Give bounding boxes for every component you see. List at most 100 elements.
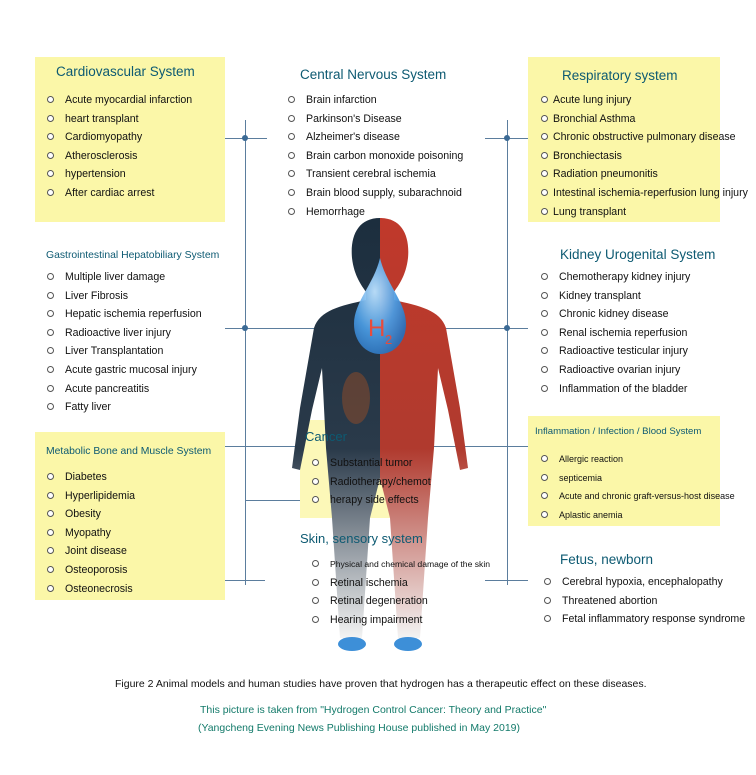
list-item: Physical and chemical damage of the skin — [312, 555, 490, 574]
list-item: Radiotherapy/chemot — [312, 473, 431, 492]
list-item: After cardiac arrest — [47, 184, 192, 203]
list-item: Retinal degeneration — [312, 592, 490, 611]
connector-dot — [242, 325, 248, 331]
organs — [342, 372, 370, 424]
connector-line — [507, 120, 509, 585]
connector-dot — [242, 135, 248, 141]
list-item: Threatened abortion — [544, 592, 745, 611]
connector-line — [245, 120, 247, 585]
list-item: Chemotherapy kidney injury — [541, 268, 690, 287]
list-item: Osteonecrosis — [47, 580, 135, 599]
h2-drop — [354, 258, 406, 354]
list-item: Intestinal ischemia-reperfusion lung inj… — [541, 184, 748, 203]
list-item: Acute myocardial infarction — [47, 91, 192, 110]
list-item: Chronic kidney disease — [541, 305, 690, 324]
list-item: Brain blood supply, subarachnoid — [288, 184, 463, 203]
list-item: Acute pancreatitis — [47, 380, 202, 399]
list-item: Cerebral hypoxia, encephalopathy — [544, 573, 745, 592]
list-item: Multiple liver damage — [47, 268, 202, 287]
fetus-title: Fetus, newborn — [560, 552, 654, 567]
list-item: Parkinson's Disease — [288, 110, 463, 129]
cancer-title: Cancer — [305, 429, 347, 444]
gastro-title: Gastrointestinal Hepatobiliary System — [46, 250, 220, 261]
list-item: Allergic reaction — [541, 450, 735, 469]
list-item: Osteoporosis — [47, 561, 135, 580]
list-item: Transient cerebral ischemia — [288, 165, 463, 184]
list-item: Liver Transplantation — [47, 342, 202, 361]
list-item: Liver Fibrosis — [47, 287, 202, 306]
list-item: Fetal inflammatory response syndrome — [544, 610, 745, 629]
list-item: Chronic obstructive pulmonary disease — [541, 128, 748, 147]
list-item: Acute lung injury — [541, 91, 748, 110]
kidney-title: Kidney Urogenital System — [560, 247, 716, 262]
list-item: Hepatic ischemia reperfusion — [47, 305, 202, 324]
list-item: hypertension — [47, 165, 192, 184]
metabolic-panel — [35, 432, 225, 600]
list-item: Cardiomyopathy — [47, 128, 192, 147]
list-item: Substantial tumor — [312, 454, 431, 473]
list-item: Bronchial Asthma — [541, 110, 748, 129]
list-item: Acute and chronic graft-versus-host dise… — [541, 487, 735, 506]
h2-label: H — [368, 315, 385, 342]
list-item: Radioactive ovarian injury — [541, 361, 690, 380]
list-item: herapy side effects — [312, 491, 431, 510]
respiratory-title: Respiratory system — [562, 68, 678, 83]
list-item: Hearing impairment — [312, 611, 490, 630]
h2-subscript: 2 — [385, 332, 392, 347]
cns-title: Central Nervous System — [300, 67, 447, 82]
right-foot — [394, 637, 422, 651]
list-item: Diabetes — [47, 468, 135, 487]
list-item: Joint disease — [47, 542, 135, 561]
figure-caption: Figure 2 Animal models and human studies… — [115, 678, 647, 690]
connector-dot — [504, 325, 510, 331]
connector-line — [225, 580, 265, 582]
list-item: Lung transplant — [541, 203, 748, 222]
list-item: Kidney transplant — [541, 287, 690, 306]
source-line-1: This picture is taken from "Hydrogen Con… — [200, 704, 547, 716]
cardiovascular-title: Cardiovascular System — [56, 64, 195, 79]
connector-dot — [504, 135, 510, 141]
list-item: Renal ischemia reperfusion — [541, 324, 690, 343]
list-item: Acute gastric mucosal injury — [47, 361, 202, 380]
connector-line — [485, 580, 528, 582]
list-item: Radioactive liver injury — [47, 324, 202, 343]
skin-list: Physical and chemical damage of the skin… — [312, 555, 490, 629]
list-item: Radiation pneumonitis — [541, 165, 748, 184]
list-item: Bronchiectasis — [541, 147, 748, 166]
connector-line — [225, 446, 300, 448]
cardiovascular-panel — [35, 57, 225, 222]
list-item: Obesity — [47, 505, 135, 524]
list-item: Myopathy — [47, 524, 135, 543]
list-item: Radioactive testicular injury — [541, 342, 690, 361]
human-body-figure: H 2 — [292, 218, 468, 651]
metabolic-title: Metabolic Bone and Muscle System — [46, 446, 212, 457]
list-item: Fatty liver — [47, 398, 202, 417]
list-item: Retinal ischemia — [312, 574, 490, 593]
list-item: Inflammation of the bladder — [541, 380, 690, 399]
inflammation-title: Inflammation / Infection / Blood System — [535, 426, 702, 437]
list-item: Alzheimer's disease — [288, 128, 463, 147]
list-item: Brain infarction — [288, 91, 463, 110]
inflammation-panel — [528, 416, 720, 526]
left-foot — [338, 637, 366, 651]
connector-line — [428, 446, 528, 448]
list-item: Hyperlipidemia — [47, 487, 135, 506]
skin-title: Skin, sensory system — [300, 531, 423, 546]
list-item: Hemorrhage — [288, 203, 463, 222]
respiratory-panel — [528, 57, 720, 222]
list-item: Brain carbon monoxide poisoning — [288, 147, 463, 166]
list-item: heart transplant — [47, 110, 192, 129]
source-line-2: (Yangcheng Evening News Publishing House… — [198, 722, 521, 734]
connector-line — [245, 500, 300, 502]
list-item: Atherosclerosis — [47, 147, 192, 166]
list-item: Aplastic anemia — [541, 506, 735, 525]
